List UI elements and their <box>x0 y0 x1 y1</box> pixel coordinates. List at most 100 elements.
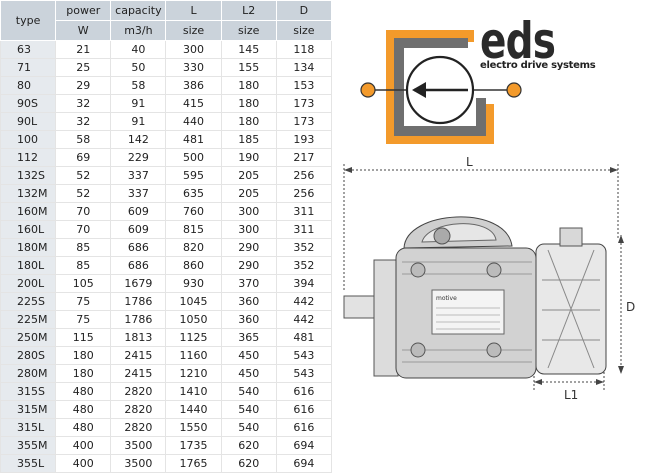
table-cell: 860 <box>165 256 222 275</box>
table-cell: 1045 <box>165 292 222 311</box>
table-cell: 595 <box>165 166 222 185</box>
table-cell: 480 <box>55 382 112 401</box>
table-cell: 1765 <box>165 454 222 473</box>
table-cell: 153 <box>275 76 333 95</box>
type-cell: 200L <box>0 274 57 293</box>
table-cell: 480 <box>55 418 112 437</box>
table-cell: 2415 <box>110 346 167 365</box>
type-cell: 90S <box>0 94 57 113</box>
table-cell: 481 <box>165 130 222 149</box>
handle-bolt <box>433 227 451 245</box>
type-cell: 180M <box>0 238 57 257</box>
table-cell: 1210 <box>165 364 222 383</box>
type-cell: 315M <box>0 400 57 419</box>
type-cell: 280S <box>0 346 57 365</box>
table-cell: 50 <box>110 58 167 77</box>
table-cell: 145 <box>220 40 277 59</box>
unit-power: W <box>55 20 112 41</box>
table-cell: 173 <box>275 112 333 131</box>
type-cell: 100 <box>0 130 57 149</box>
table-cell: 256 <box>275 166 333 185</box>
table-cell: 694 <box>275 454 333 473</box>
table-cell: 32 <box>55 94 112 113</box>
type-cell: 160L <box>0 220 57 239</box>
table-cell: 180 <box>220 94 277 113</box>
table-cell: 40 <box>110 40 167 59</box>
type-cell: 80 <box>0 76 57 95</box>
table-cell: 115 <box>55 328 112 347</box>
type-cell: 160M <box>0 202 57 221</box>
logo-arrow-head <box>412 82 426 98</box>
table-cell: 400 <box>55 436 112 455</box>
table-cell: 190 <box>220 148 277 167</box>
type-cell: 180L <box>0 256 57 275</box>
table-cell: 1410 <box>165 382 222 401</box>
table-cell: 300 <box>220 202 277 221</box>
table-cell: 1125 <box>165 328 222 347</box>
table-cell: 616 <box>275 400 333 419</box>
table-cell: 32 <box>55 112 112 131</box>
logo-left-dot <box>360 82 376 98</box>
header-D: D <box>275 0 333 21</box>
table-cell: 440 <box>165 112 222 131</box>
brand-tagline: electro drive systems <box>480 60 596 71</box>
bolt-top-left <box>410 262 426 278</box>
table-cell: 300 <box>165 40 222 59</box>
table-cell: 394 <box>275 274 333 293</box>
table-cell: 360 <box>220 310 277 329</box>
table-cell: 29 <box>55 76 112 95</box>
type-cell: 355M <box>0 436 57 455</box>
table-cell: 760 <box>165 202 222 221</box>
table-cell: 180 <box>55 364 112 383</box>
table-cell: 118 <box>275 40 333 59</box>
table-cell: 3500 <box>110 454 167 473</box>
header-capacity: capacity <box>110 0 167 21</box>
logo-right-dot <box>506 82 522 98</box>
table-cell: 75 <box>55 310 112 329</box>
unit-L: size <box>165 20 222 41</box>
type-cell: 315L <box>0 418 57 437</box>
table-cell: 1813 <box>110 328 167 347</box>
header-row-top: type power capacity L L2 D <box>0 0 333 41</box>
table-cell: 500 <box>165 148 222 167</box>
table-cell: 25 <box>55 58 112 77</box>
table-cell: 330 <box>165 58 222 77</box>
table-cell: 543 <box>275 364 333 383</box>
table-cell: 85 <box>55 238 112 257</box>
motor-shaft <box>343 295 375 319</box>
bolt-top-right <box>486 262 502 278</box>
table-cell: 69 <box>55 148 112 167</box>
brand-name: eds <box>480 12 556 70</box>
type-cell: 250M <box>0 328 57 347</box>
table-cell: 290 <box>220 238 277 257</box>
table-cell: 2820 <box>110 400 167 419</box>
table-cell: 217 <box>275 148 333 167</box>
table-cell: 256 <box>275 184 333 203</box>
eds-logo <box>360 30 522 144</box>
table-cell: 1786 <box>110 292 167 311</box>
table-cell: 91 <box>110 94 167 113</box>
table-cell: 616 <box>275 382 333 401</box>
spec-table: type power capacity L L2 D W m3/h size s… <box>0 0 333 473</box>
table-cell: 400 <box>55 454 112 473</box>
type-cell: 132M <box>0 184 57 203</box>
motor-drawing: motive <box>343 164 624 390</box>
table-cell: 480 <box>55 400 112 419</box>
table-cell: 1735 <box>165 436 222 455</box>
table-cell: 337 <box>110 184 167 203</box>
table-cell: 2820 <box>110 418 167 437</box>
table-cell: 180 <box>220 112 277 131</box>
table-cell: 1440 <box>165 400 222 419</box>
table-cell: 3500 <box>110 436 167 455</box>
